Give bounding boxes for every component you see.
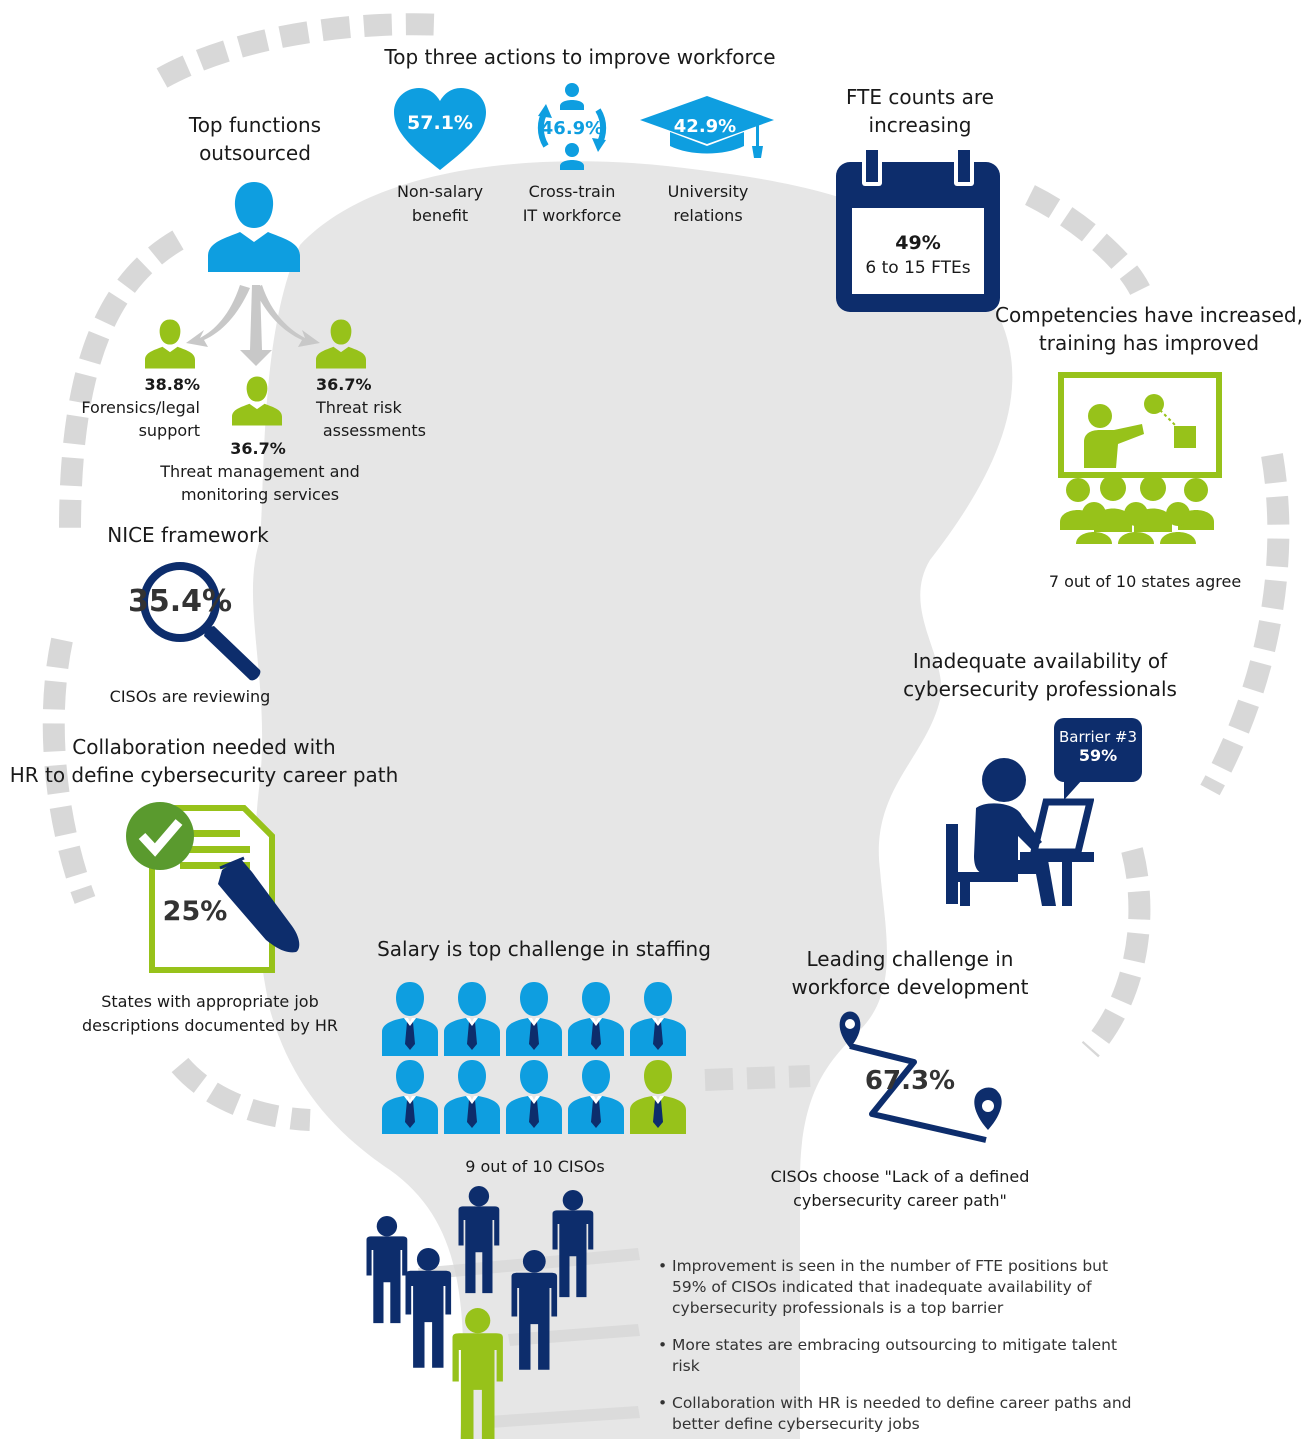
crowd-illustration: [358, 1186, 648, 1441]
crowd-person-icon: [552, 1190, 594, 1298]
bubble-label: Barrier #3: [1059, 728, 1137, 746]
crowd-person-icon: [511, 1250, 558, 1370]
collab-caption-1: States with appropriate job: [101, 992, 319, 1011]
salary-title: Salary is top challenge in staffing: [377, 937, 711, 961]
ciso-person-icon: [630, 982, 686, 1056]
cross-train-icon: [524, 80, 620, 176]
person-icon-threat-risk: [316, 318, 366, 370]
outsourced-value-1: 38.8%: [144, 375, 200, 394]
person-icon-forensics: [145, 318, 195, 370]
outsourced-label-2a: Threat management and: [160, 462, 360, 481]
outsourced-value-2: 36.7%: [230, 439, 286, 458]
ciso-person-icon: [506, 1060, 562, 1134]
competencies-caption: 7 out of 10 states agree: [1048, 572, 1242, 591]
action-value-1: 57.1%: [407, 112, 473, 134]
crowd-person-icon: [405, 1248, 452, 1368]
fte-title-1: FTE counts are: [846, 85, 994, 109]
ciso-person-icon: [568, 1060, 624, 1134]
nice-caption: CISOs are reviewing: [109, 687, 271, 706]
bubble-value: 59%: [1078, 746, 1118, 765]
action-label-2a: Cross-train: [528, 182, 616, 201]
outsourced-label-1b: support: [138, 421, 200, 440]
note-item: Improvement is seen in the number of FTE…: [658, 1256, 1136, 1319]
fte-title-2: increasing: [868, 113, 972, 137]
outsourced-label-1a: Forensics/legal: [81, 398, 200, 417]
ciso-person-icon: [382, 1060, 438, 1134]
action-label-1b: benefit: [411, 206, 469, 225]
ciso-person-icon: [630, 1060, 686, 1134]
document-signing-icon: [124, 800, 304, 976]
note-item: More states are embracing outsourcing to…: [658, 1335, 1136, 1377]
actions-title: Top three actions to improve workforce: [384, 45, 776, 69]
collab-title-1: Collaboration needed with: [72, 735, 336, 759]
dashed-arcs: [42, 13, 1290, 1131]
competencies-title-2: training has improved: [1038, 331, 1260, 355]
crowd-person-icon: [452, 1308, 503, 1441]
outsourced-label-2b: monitoring services: [180, 485, 340, 504]
crowd-person-icon: [366, 1216, 408, 1324]
career-path-icon: [836, 1010, 1006, 1146]
ciso-person-icon: [444, 982, 500, 1056]
fte-label: 6 to 15 FTEs: [865, 258, 971, 278]
leading-value: 67.3%: [864, 1066, 956, 1096]
graduation-cap-icon: [640, 96, 774, 160]
nice-title: NICE framework: [107, 523, 269, 547]
person-icon-threat-mgmt: [232, 375, 282, 427]
collab-title-2: HR to define cybersecurity career path: [9, 763, 399, 787]
person-icon-main: [208, 182, 300, 272]
cisos-grid: [382, 982, 692, 1134]
ciso-person-icon: [506, 982, 562, 1056]
competencies-title-1: Competencies have increased,: [995, 303, 1303, 327]
salary-caption: 9 out of 10 CISOs: [465, 1157, 605, 1176]
leading-title-2: workforce development: [791, 975, 1029, 999]
outsourced-label-3a: Threat risk: [316, 398, 402, 417]
ciso-person-icon: [382, 982, 438, 1056]
action-label-3a: University: [667, 182, 749, 201]
outsourced-value-3: 36.7%: [316, 375, 372, 394]
outsource-arrows: [186, 285, 320, 366]
summary-notes: Improvement is seen in the number of FTE…: [658, 1256, 1136, 1451]
availability-title-2: cybersecurity professionals: [903, 677, 1177, 701]
nice-value: 35.4%: [127, 584, 233, 619]
worker-at-desk-icon: [946, 756, 1095, 906]
action-label-2b: IT workforce: [522, 206, 622, 225]
leading-caption-1: CISOs choose "Lack of a defined: [770, 1167, 1030, 1186]
availability-title-1: Inadequate availability of: [912, 649, 1168, 673]
ciso-person-icon: [444, 1060, 500, 1134]
classroom-icon: [1058, 372, 1222, 544]
speech-bubble: [1054, 718, 1142, 800]
heart-icon: [392, 88, 488, 172]
head-silhouette: [252, 161, 1013, 1439]
calendar-icon: [836, 146, 1000, 312]
outsourced-title-1: Top functions: [188, 113, 322, 137]
collab-caption-2: descriptions documented by HR: [81, 1016, 339, 1035]
collab-value: 25%: [162, 896, 228, 927]
action-label-1a: Non-salary: [396, 182, 484, 201]
action-value-3: 42.9%: [673, 116, 737, 137]
outsourced-title-2: outsourced: [199, 141, 311, 165]
outsourced-label-3b: assessments: [322, 421, 426, 440]
action-value-2: 46.9%: [540, 118, 604, 139]
crowd-person-icon: [458, 1186, 500, 1294]
action-label-3b: relations: [673, 206, 743, 225]
ciso-person-icon: [568, 982, 624, 1056]
magnifier-icon: [134, 562, 264, 684]
leading-caption-2: cybersecurity career path": [793, 1191, 1007, 1210]
note-item: Collaboration with HR is needed to defin…: [658, 1393, 1136, 1435]
leading-title-1: Leading challenge in: [806, 947, 1014, 971]
fte-value: 49%: [895, 232, 941, 254]
